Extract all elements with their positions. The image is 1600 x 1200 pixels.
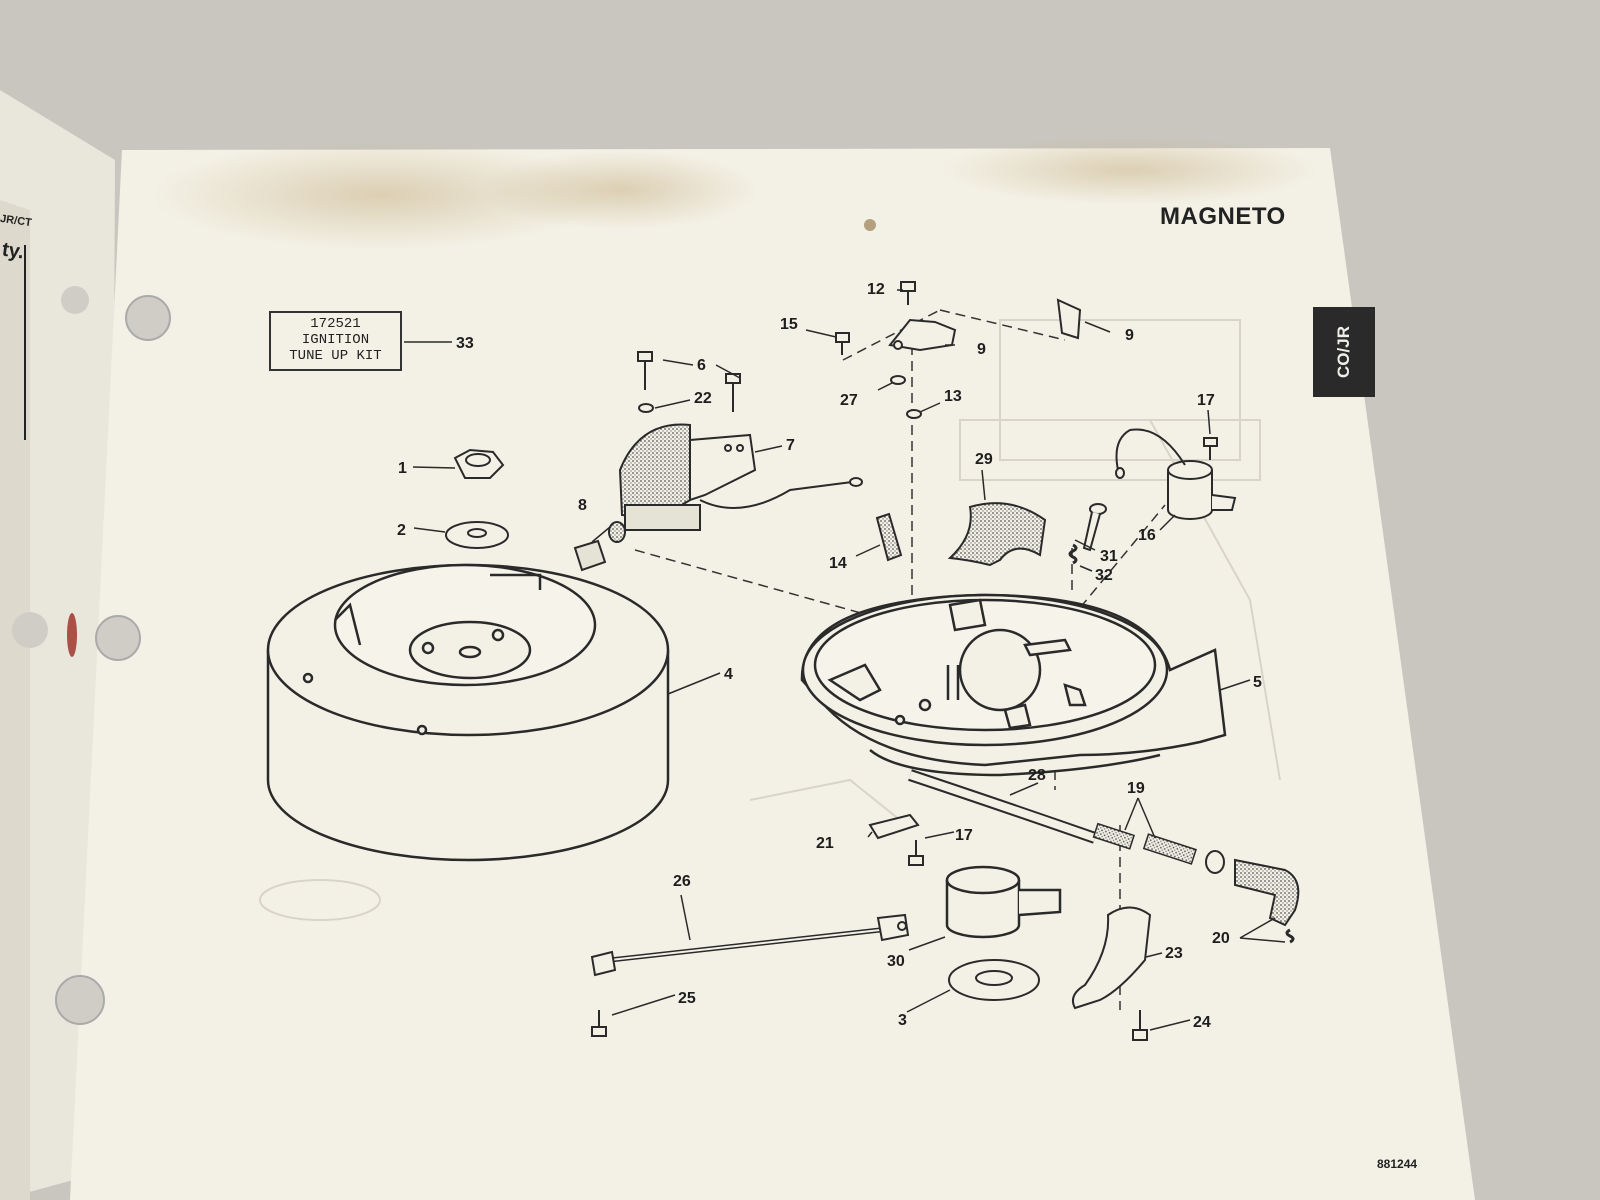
clamp-part-30 [945,865,1062,939]
screw-part-15 [835,332,850,355]
washer-part-27 [890,375,906,385]
callout-13: 13 [944,388,962,405]
screw-part-12 [900,281,916,305]
washer-part-3 [948,959,1040,1001]
callout-33: 33 [456,335,474,352]
callout-31: 31 [1100,548,1118,565]
spring-part-32 [1068,543,1078,565]
screw-part-17-bottom [908,840,924,866]
left-page-fragment-2: ty. [0,238,26,264]
condenser-part-16 [1115,428,1237,520]
lead-highlight [908,771,1097,842]
callout-16: 16 [1138,527,1156,544]
spring-part-20 [1285,928,1295,944]
callout-19: 19 [1127,780,1145,797]
sleeve-part-19-b [1142,833,1197,865]
callout-7: 7 [786,437,795,454]
callout-22: 22 [694,390,712,407]
manual-page [12,135,1475,1200]
insulator-part-29 [947,502,1047,567]
callout-9a: 9 [977,341,986,358]
callout-23: 23 [1165,945,1183,962]
washer-part-13 [906,409,922,419]
callout-15: 15 [780,316,798,333]
callout-8: 8 [578,497,587,514]
armature-plate-part-5 [800,593,1227,777]
callout-20: 20 [1212,930,1230,947]
ignition-coil-part-7 [608,423,863,543]
callout-2: 2 [397,522,406,539]
screw-part-31 [1082,503,1107,552]
callout-29: 29 [975,451,993,468]
sleeve-part-19 [1092,822,1135,850]
dashed-assembly-lines [634,309,1166,1010]
callout-12: 12 [867,281,885,298]
screw-part-24 [1132,1010,1148,1041]
callout-27: 27 [840,392,858,409]
ignition-tune-up-kit-box: 172521 IGNITION TUNE UP KIT [269,311,402,371]
kit-label-line-1: IGNITION [301,332,370,348]
callout-32: 32 [1095,567,1113,584]
page-title: MAGNETO [1160,203,1286,230]
callout-14: 14 [829,555,847,572]
callout-26: 26 [673,873,691,890]
felt-wick-part-14 [875,512,903,562]
callout-4: 4 [724,666,733,683]
callout-6: 6 [697,357,706,374]
section-tab: CO/JR [1313,307,1375,397]
screw-part-25 [591,1010,607,1037]
screw-part-17-top [1203,437,1218,460]
section-tab-label: CO/JR [1334,326,1353,378]
ground-wire-part-26 [590,913,910,977]
callout-28: 28 [1028,767,1046,784]
spark-plug-boot-part-20 [1234,858,1300,927]
document-number: 881244 [1377,1157,1418,1171]
callout-9b: 9 [1125,327,1134,344]
screws-part-6 [637,351,741,412]
kit-part-number: 172521 [310,316,361,332]
clip-part-21 [868,813,920,840]
bracket-part-23 [1072,906,1152,1010]
callout-24: 24 [1193,1014,1211,1031]
nut-part-1 [453,448,505,479]
bushing-part-8 [573,539,607,572]
callout-1: 1 [398,460,407,477]
breaker-points-part-9 [888,298,1082,352]
kit-label-line-2: TUNE UP KIT [289,348,382,364]
bleed-through-ghost [259,319,1281,921]
flywheel-part-4 [266,563,670,862]
callout-30: 30 [887,953,905,970]
grommet [1205,850,1225,874]
callout-21: 21 [816,835,834,852]
callout-17b: 17 [955,827,973,844]
callout-numbers: 33 1 2 8 6 22 7 4 12 15 27 13 9 9 29 17 … [397,281,1262,1031]
washer-part-22 [638,403,654,413]
callout-17a: 17 [1197,392,1215,409]
washer-part-2 [445,521,509,549]
callout-3: 3 [898,1012,907,1029]
callout-leader-lines [404,289,1286,1031]
callout-25: 25 [678,990,696,1007]
callout-5: 5 [1253,674,1262,691]
